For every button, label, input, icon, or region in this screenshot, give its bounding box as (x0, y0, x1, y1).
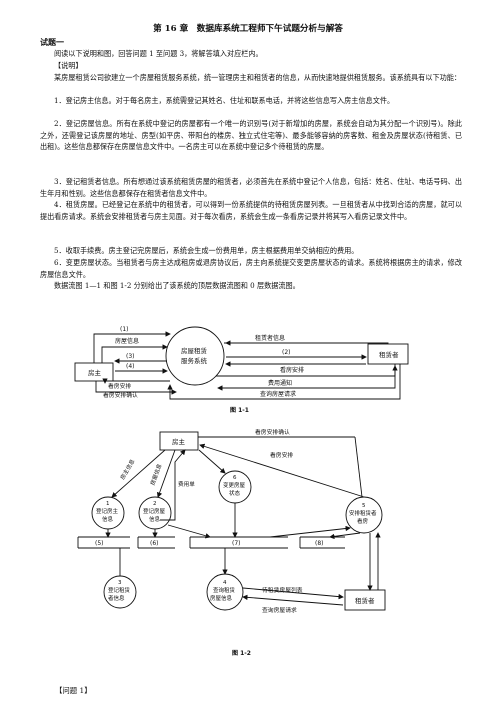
fig1-system-circle (165, 326, 225, 386)
fig2-caption: 图 1-2 (232, 649, 251, 657)
fig2-p6-num: 6 (233, 475, 237, 481)
chapter-title: 第 16 章 数据库系统工程师下午试题分析与解答 (153, 24, 343, 34)
paragraph-4: 4．租赁房屋。已经登记在系统中的租赁者，可以得到一份系统提供的待租赁房屋列表。一… (40, 200, 462, 221)
explain-label: 【说明】 (54, 61, 83, 70)
fig2-p2-label-2: 信息 (149, 515, 161, 523)
fig2-p5-label-2: 看房 (357, 517, 369, 525)
fig2-store-7: (7) (232, 540, 241, 547)
fig2-p6-label-1: 变更房屋 (223, 481, 246, 489)
fig1-caption: 图 1-1 (230, 406, 249, 414)
fig1-flow-4: (4) (126, 363, 135, 370)
paragraph-0: 某房屋租赁公司欲建立一个房屋租赁服务系统，统一管理房主和租赁者的信息，从而快速地… (54, 73, 462, 82)
fig1-flow-arrange-right: 看房安排 (280, 366, 304, 374)
fig2-p2-label-1: 登记房屋 (143, 507, 166, 515)
fig1-flow-query: 查询房屋请求 (260, 390, 296, 398)
paragraph-3: 3．登记租赁者信息。所有想通过该系统租赁房屋的租赁者，必须首先在系统中登记个人信… (40, 177, 462, 198)
fig2-p1-label-2: 信息 (102, 515, 114, 523)
fig2-p5-num: 5 (362, 503, 366, 509)
fig1-owner-label: 房主 (88, 368, 102, 377)
fig2-p1-label-1: 登记房主 (96, 507, 119, 515)
paragraph-7: 数据流图 1—1 和图 1-2 分别给出了该系统的顶层数据流图和 0 层数据流图… (54, 281, 300, 290)
fig2-p1-num: 1 (106, 501, 110, 507)
fig2-flow-query: 查询房屋请求 (262, 606, 297, 614)
fig1-flow-fee-notice: 费用通知 (268, 379, 292, 387)
fig2-p4-num: 4 (223, 580, 227, 586)
fig1-flow-confirm: 看房安排确认 (103, 391, 138, 399)
fig2-flow-list: 待租赁房屋列表 (262, 586, 303, 594)
fig2-flow-confirm: 看房安排确认 (255, 428, 290, 436)
question-heading: 试题一 (40, 37, 64, 47)
fig2-owner-box (159, 431, 199, 451)
paragraph-2: 2．登记房屋信息。所有在系统中登记的房屋都有一个唯一的识别号(对于新增加的房屋，… (40, 119, 462, 151)
fig2-p4-label-2: 房屋信息 (210, 594, 233, 602)
fig1-system-label-2: 服务系统 (181, 356, 208, 365)
question-1-label: 【问题 1】 (55, 686, 92, 695)
fig2-store-5: (5) (95, 540, 104, 547)
fig1-flow-2: (2) (282, 349, 291, 356)
fig2-p3-label-2: 者信息 (108, 594, 125, 602)
fig1-flow-house-info: 房屋信息 (115, 337, 139, 345)
fig2-renter-label: 租赁者 (355, 596, 375, 605)
paragraph-5: 5．收取手续费。房主登记完房屋后，系统会生成一份费用单，房主根据费用单交纳相应的… (54, 246, 359, 255)
fig1-renter-label: 租赁者 (379, 350, 399, 359)
fig2-renter-box (344, 589, 386, 611)
paragraph-1: 1．登记房主信息。对于每名房主，系统需登记其姓名、住址和联系电话，并将这些信息写… (54, 96, 395, 105)
fig1-flow-3: (3) (126, 353, 135, 360)
fig2-owner-label: 房主 (172, 437, 186, 446)
fig1-flow-arrange-left: 看房安排 (108, 382, 131, 390)
intro-text: 阅读以下说明和图，回答问题 1 至问题 3，将解答填入对应栏内。 (54, 49, 263, 58)
fig1-system-label-1: 房屋租赁 (181, 346, 208, 355)
fig2-flow-fee-bill: 费用单 (178, 480, 195, 488)
fig2-p5-label-1: 安排租赁者 (349, 509, 377, 517)
fig2-store-6: (6) (150, 540, 159, 547)
fig2-flow-house-info: 房屋信息 (148, 462, 163, 486)
fig1-flow-1: (1) (120, 326, 129, 333)
fig2-p3-label-1: 登记租赁 (108, 586, 131, 594)
fig2-store-8: (8) (315, 540, 324, 547)
fig2-flow-arrange: 看房安排 (270, 451, 293, 459)
fig2-p3-num: 3 (118, 580, 122, 586)
fig2-p2-num: 2 (153, 501, 157, 507)
fig2-p6-label-2: 状态 (229, 489, 241, 497)
fig1-flow-renter-info: 租赁者信息 (255, 334, 285, 342)
paragraph-6: 6．变更房屋状态。当租赁者与房主达成租房或退房协议后，房主向系统提交变更房屋状态… (40, 258, 462, 279)
fig2-p4-label-1: 查询租赁 (213, 586, 236, 594)
